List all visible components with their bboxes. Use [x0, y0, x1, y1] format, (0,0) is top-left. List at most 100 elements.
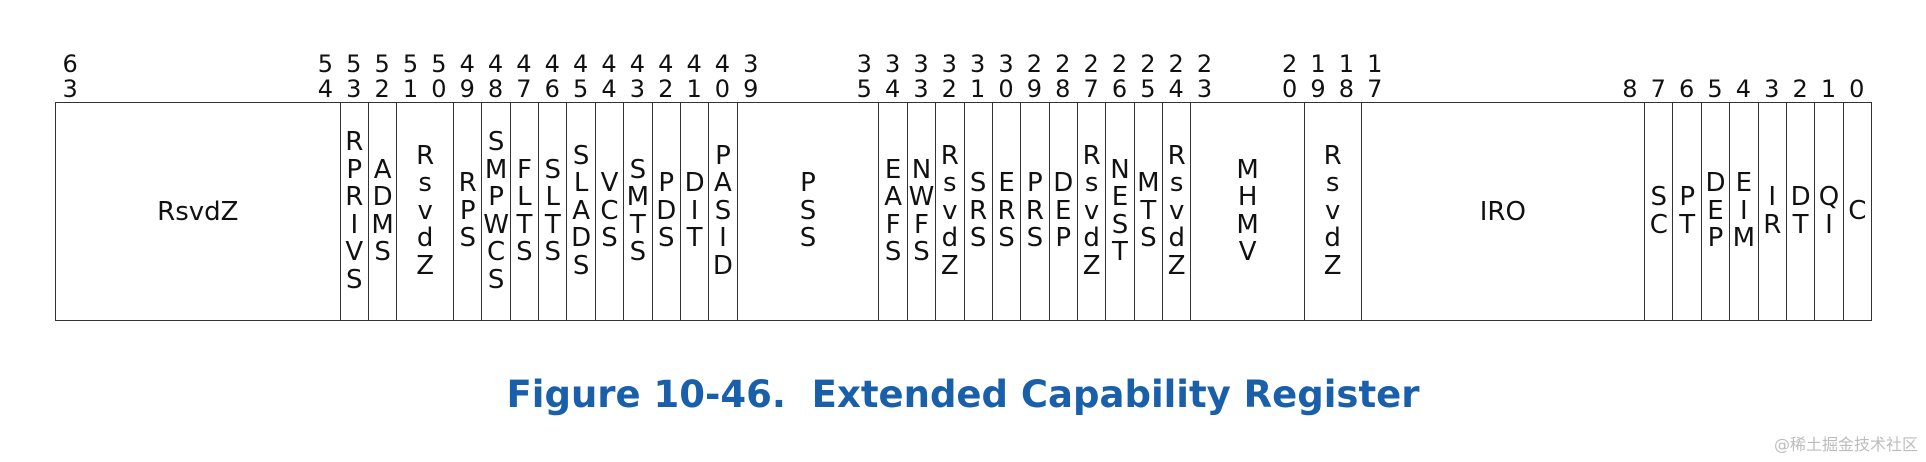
stacked-glyph: F [885, 209, 901, 240]
stacked-glyph: R [345, 127, 364, 157]
stacked-glyph: 1 [1338, 50, 1354, 78]
stacked-glyph: 0 [714, 74, 731, 103]
stacked-glyph: 3 [856, 50, 872, 78]
stacked-glyph: D [656, 195, 677, 226]
stacked-glyph: d [1168, 223, 1185, 254]
stacked-glyph: W [483, 209, 509, 240]
stacked-glyph: 4 [573, 50, 589, 78]
stacked-glyph: D [1705, 168, 1726, 199]
stacked-glyph: 2 [1111, 50, 1128, 78]
stacked-glyph: 7 [1650, 74, 1666, 103]
stacked-glyph: P [800, 168, 816, 199]
stacked-glyph: D [712, 250, 733, 281]
stacked-glyph: 4 [629, 50, 645, 78]
stacked-glyph: 7 [1083, 74, 1099, 103]
stacked-glyph: S [544, 154, 562, 185]
stacked-glyph: 0 [998, 74, 1014, 103]
stacked-glyph: 0 [1281, 74, 1298, 103]
stacked-glyph: 8 [1338, 74, 1354, 103]
field-c-bit-0: C [1842, 103, 1871, 320]
stacked-glyph: R [416, 140, 435, 171]
stacked-glyph: F [516, 154, 532, 185]
stacked-glyph: M [484, 154, 508, 185]
stacked-glyph: 6 [1111, 74, 1128, 103]
stacked-glyph: E [998, 168, 1015, 199]
stacked-glyph: L [545, 182, 561, 212]
stacked-glyph: I [1740, 195, 1748, 226]
stacked-glyph: A [884, 182, 902, 212]
stacked-glyph: D [1790, 182, 1811, 212]
stacked-glyph: v [417, 195, 433, 226]
stacked-glyph: L [517, 182, 532, 212]
stacked-glyph: S [998, 223, 1015, 254]
stacked-glyph: d [1083, 223, 1100, 254]
stacked-glyph: 4 [487, 50, 504, 78]
stacked-glyph: N [1110, 154, 1130, 185]
stacked-glyph: P [715, 140, 731, 171]
stacked-glyph: R [1082, 140, 1101, 171]
stacked-glyph: R [940, 140, 959, 171]
stacked-glyph: T [516, 209, 533, 240]
stacked-glyph: 2 [1792, 74, 1808, 103]
stacked-glyph: N [911, 154, 932, 185]
stacked-glyph: S [601, 223, 618, 254]
stacked-glyph: P [1707, 223, 1724, 254]
stacked-glyph: d [941, 223, 959, 254]
stacked-glyph: v [1083, 195, 1100, 226]
stacked-glyph: v [942, 195, 958, 226]
stacked-glyph: E [1111, 182, 1129, 212]
stacked-glyph: 9 [459, 74, 475, 103]
stacked-glyph: W [908, 182, 935, 212]
stacked-glyph: 2 [1196, 50, 1213, 78]
stacked-glyph: A [572, 195, 591, 226]
stacked-glyph: T [1140, 195, 1157, 226]
stacked-glyph: S [1026, 223, 1044, 254]
stacked-glyph: P [1679, 182, 1695, 212]
stacked-glyph: I [1825, 209, 1833, 240]
stacked-glyph: C [486, 237, 506, 267]
stacked-glyph: 3 [913, 74, 929, 103]
stacked-glyph: 4 [459, 50, 475, 78]
stacked-glyph: 3 [998, 50, 1014, 78]
stacked-glyph: R [1025, 195, 1044, 226]
stacked-glyph: 3 [629, 74, 645, 103]
stacked-glyph: 5 [431, 50, 447, 78]
stacked-glyph: 8 [1055, 74, 1071, 103]
bit-number: 4 [1728, 76, 1758, 102]
stacked-glyph: S [969, 223, 987, 254]
stacked-glyph: 4 [686, 50, 702, 78]
stacked-glyph: E [1735, 168, 1753, 199]
stacked-glyph: L [573, 168, 589, 199]
